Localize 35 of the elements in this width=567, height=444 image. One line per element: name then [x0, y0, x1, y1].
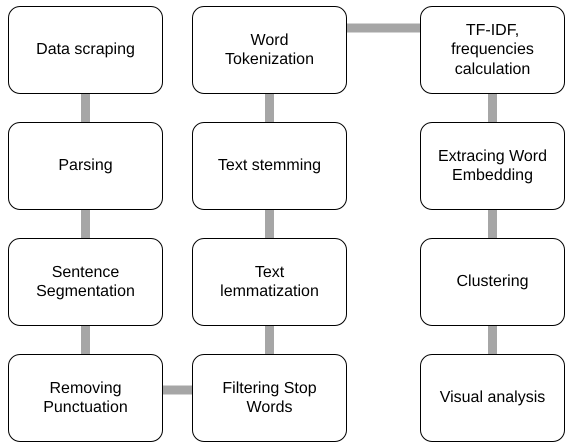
step-label: Parsing	[58, 156, 113, 176]
process-box	[420, 354, 565, 442]
connector-line	[347, 24, 420, 32]
step-label: Word Tokenization	[224, 30, 315, 70]
process-box	[8, 6, 163, 94]
process-box	[8, 354, 163, 442]
connector-line	[265, 326, 274, 354]
step-label: Sentence Segmentation	[35, 262, 136, 302]
step-label: Extracing Word Embedding	[436, 146, 548, 186]
connector-line	[488, 326, 497, 354]
connector-line	[163, 386, 192, 394]
step-label: Visual analysis	[440, 388, 546, 408]
connector-line	[81, 326, 90, 354]
step-label: TF-IDF, frequencies calculation	[450, 21, 535, 79]
process-box	[420, 6, 565, 94]
connector-line	[81, 94, 90, 122]
connector-line	[488, 210, 497, 238]
process-box	[420, 122, 565, 210]
step-label: Text lemmatization	[219, 262, 320, 302]
step-label: Text stemming	[218, 156, 322, 176]
process-box	[8, 238, 163, 326]
step-label: Data scraping	[36, 40, 135, 60]
connector-line	[81, 210, 90, 238]
connector-line	[265, 210, 274, 238]
process-box	[420, 238, 565, 326]
process-box	[192, 6, 347, 94]
step-label: Filtering Stop Words	[221, 378, 318, 418]
connector-line	[488, 94, 497, 122]
process-box	[192, 238, 347, 326]
process-box	[192, 354, 347, 442]
process-box	[8, 122, 163, 210]
connector-line	[265, 94, 274, 122]
step-label: Removing Punctuation	[42, 378, 129, 418]
process-box	[192, 122, 347, 210]
step-label: Clustering	[456, 272, 529, 292]
